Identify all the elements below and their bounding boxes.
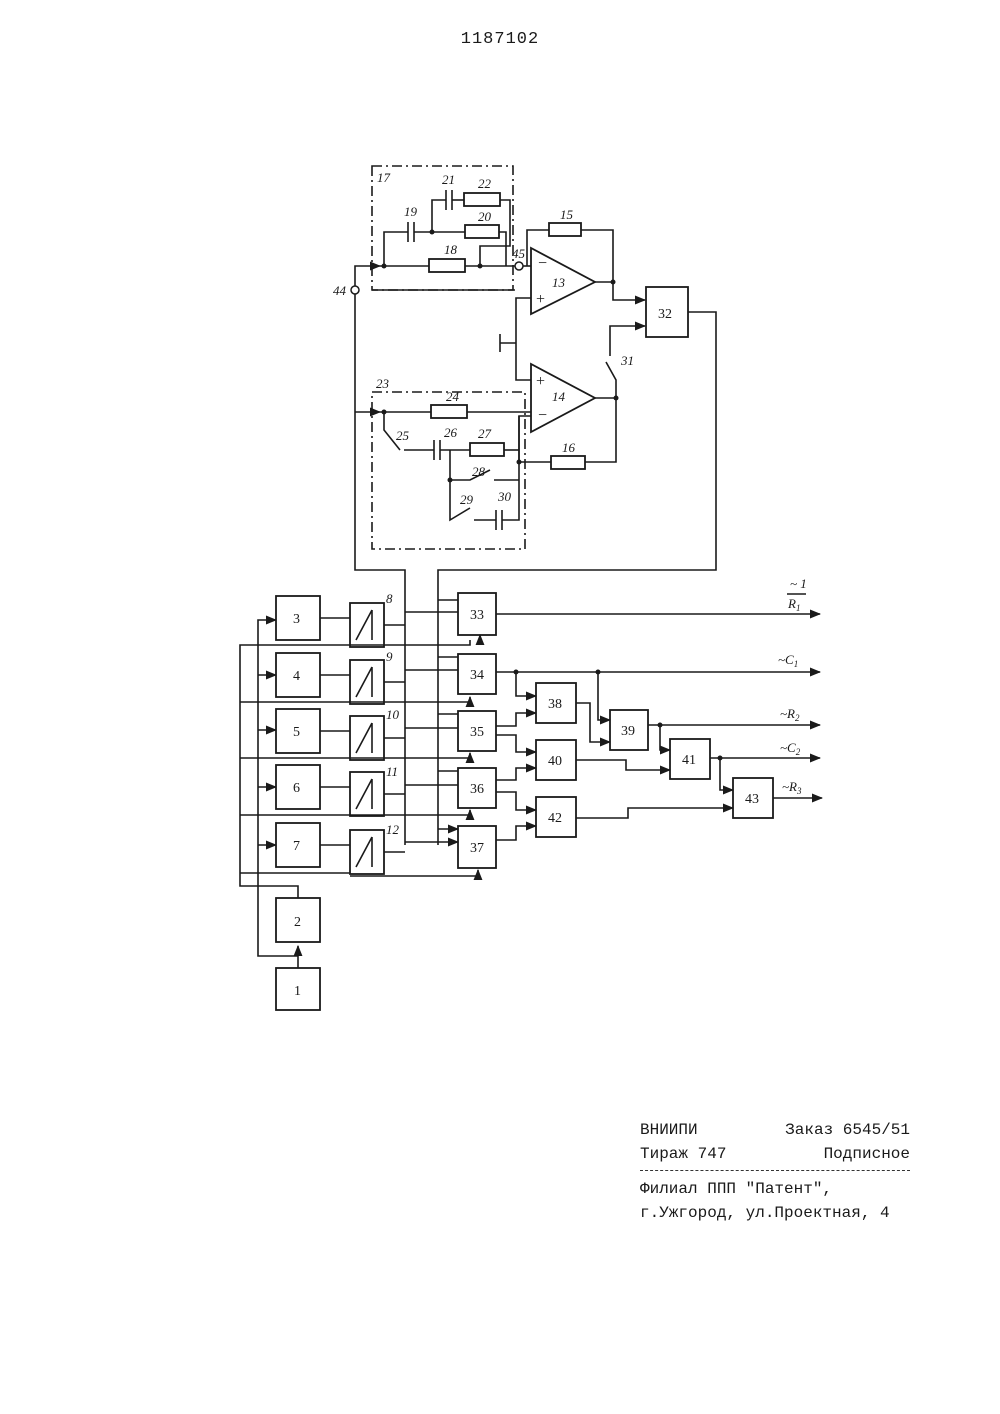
label-19: 19 xyxy=(404,204,418,219)
label-10: 10 xyxy=(386,707,400,722)
output-label-2: ~C1 xyxy=(778,652,798,669)
label-41: 41 xyxy=(682,753,696,768)
resistor-27 xyxy=(470,443,504,456)
label-24: 24 xyxy=(446,389,460,404)
label-32: 32 xyxy=(658,307,672,322)
label-1: 1 xyxy=(294,984,301,999)
switch-11 xyxy=(350,772,384,816)
label-9: 9 xyxy=(386,649,393,664)
imprint-org: ВНИИПИ xyxy=(640,1118,698,1142)
label-3: 3 xyxy=(293,612,300,627)
label-28: 28 xyxy=(472,464,486,479)
resistor-22 xyxy=(464,193,500,206)
label-43: 43 xyxy=(745,792,759,807)
resistor-16 xyxy=(551,456,585,469)
label-6: 6 xyxy=(293,781,300,796)
label-23: 23 xyxy=(376,376,390,391)
imprint-address: г.Ужгород, ул.Проектная, 4 xyxy=(640,1201,910,1225)
label-22: 22 xyxy=(478,176,492,191)
resistor-15 xyxy=(549,223,581,236)
svg-text:−: − xyxy=(538,407,547,424)
label-16: 16 xyxy=(562,440,576,455)
svg-text:−: − xyxy=(538,255,547,272)
label-26: 26 xyxy=(444,425,458,440)
label-2: 2 xyxy=(294,915,301,930)
capacitor-21 xyxy=(446,190,452,210)
terminal-44 xyxy=(351,286,359,294)
output-label-1-den: R1 xyxy=(787,596,800,613)
label-42: 42 xyxy=(548,811,562,826)
output-label-1-num: ~ 1 xyxy=(790,576,807,591)
switch-10 xyxy=(350,716,384,760)
switch-9 xyxy=(350,660,384,704)
capacitor-30 xyxy=(496,510,502,530)
resistor-18 xyxy=(429,259,465,272)
imprint-divider xyxy=(640,1170,910,1171)
imprint-circulation: Тираж 747 xyxy=(640,1142,726,1166)
wire-44-to-17 xyxy=(355,266,380,286)
label-4: 4 xyxy=(293,669,300,684)
label-29: 29 xyxy=(460,492,474,507)
imprint-subscription: Подписное xyxy=(824,1142,910,1166)
label-25: 25 xyxy=(396,428,410,443)
label-20: 20 xyxy=(478,209,492,224)
label-37: 37 xyxy=(470,841,484,856)
label-27: 27 xyxy=(478,426,492,441)
label-34: 34 xyxy=(470,668,484,683)
label-39: 39 xyxy=(621,724,635,739)
label-14: 14 xyxy=(552,389,566,404)
resistor-24 xyxy=(431,405,467,418)
label-8: 8 xyxy=(386,591,393,606)
imprint-branch: Филиал ППП "Патент", xyxy=(640,1177,910,1201)
label-12: 12 xyxy=(386,822,400,837)
resistor-20 xyxy=(465,225,499,238)
label-31: 31 xyxy=(620,353,634,368)
label-36: 36 xyxy=(470,782,484,797)
label-18: 18 xyxy=(444,242,458,257)
output-label-3: ~R2 xyxy=(780,706,800,723)
label-5: 5 xyxy=(293,725,300,740)
label-15: 15 xyxy=(560,207,574,222)
label-33: 33 xyxy=(470,608,484,623)
label-40: 40 xyxy=(548,754,562,769)
output-label-5: ~R3 xyxy=(782,779,802,796)
label-38: 38 xyxy=(548,697,562,712)
label-11: 11 xyxy=(386,764,398,779)
label-13: 13 xyxy=(552,275,566,290)
terminal-45 xyxy=(515,262,523,270)
capacitor-19 xyxy=(408,222,414,242)
imprint-order: Заказ 6545/51 xyxy=(785,1118,910,1142)
label-21: 21 xyxy=(442,172,455,187)
capacitor-26 xyxy=(434,440,440,460)
switch-12 xyxy=(350,830,384,874)
svg-text:+: + xyxy=(536,291,545,308)
imprint-block: ВНИИПИ Заказ 6545/51 Тираж 747 Подписное… xyxy=(640,1118,910,1225)
label-17: 17 xyxy=(377,170,391,185)
output-label-4: ~C2 xyxy=(780,740,801,757)
svg-text:+: + xyxy=(536,373,545,390)
label-44: 44 xyxy=(333,283,347,298)
label-7: 7 xyxy=(293,839,300,854)
label-30: 30 xyxy=(497,489,512,504)
label-45: 45 xyxy=(512,246,526,261)
label-35: 35 xyxy=(470,725,484,740)
switch-8 xyxy=(350,603,384,647)
